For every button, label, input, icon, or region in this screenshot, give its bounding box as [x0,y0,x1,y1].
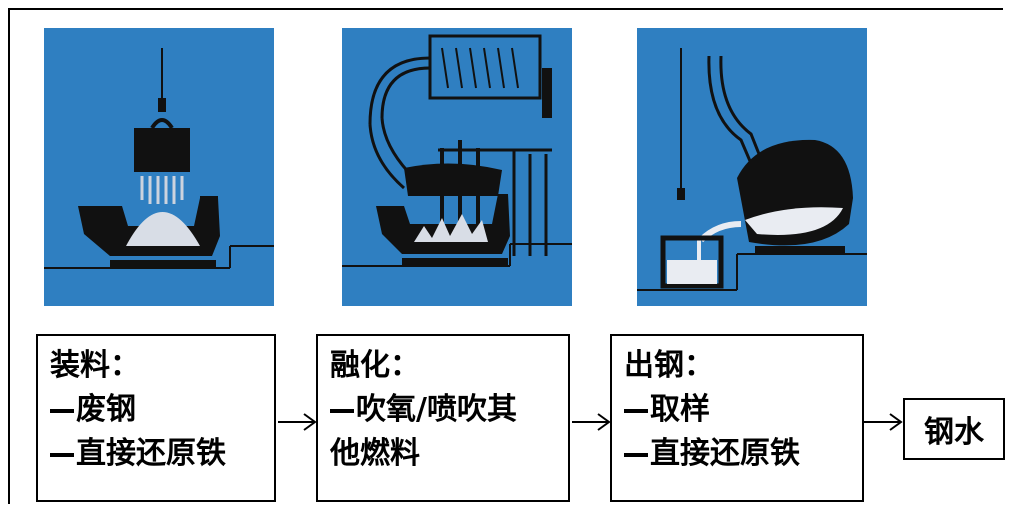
melting-furnace-drawing [342,34,572,267]
step-title: 装料： [50,348,140,383]
step-box-tapping: 出钢： 取样 直接还原铁 [610,334,864,502]
step-item: 吹氧/喷吹其 [330,388,556,432]
step-item: 废钢 [50,388,262,432]
result-box-molten-steel: 钢水 [903,398,1005,460]
step-item-continued: 他燃料 [330,436,420,471]
step-item-text: 废钢 [76,392,136,427]
dash-icon [624,452,648,457]
step-title: 融化： [330,348,420,383]
dash-icon [330,408,354,413]
step-box-melting: 融化： 吹氧/喷吹其 他燃料 [316,334,570,502]
arrow-right-icon [572,413,611,431]
dash-icon [50,452,74,457]
tapping-illustration [637,28,867,306]
step-item-text: 直接还原铁 [650,436,800,471]
arrow-right-icon [864,413,903,431]
arrow-right-icon [278,413,317,431]
melting-illustration [342,28,572,306]
step-item: 取样 [624,388,850,432]
step-item-text: 吹氧/喷吹其 [356,392,517,427]
tapping-furnace-drawing [637,48,867,291]
step-item-text: 直接还原铁 [76,436,226,471]
step-item-text: 取样 [650,392,710,427]
charging-illustration [44,28,274,306]
step-box-charging: 装料： 废钢 直接还原铁 [36,334,276,502]
diagram-frame [8,8,1003,504]
dash-icon [624,408,648,413]
step-item: 直接还原铁 [624,432,850,476]
step-item: 直接还原铁 [50,432,262,476]
dash-icon [50,408,74,413]
charging-furnace-drawing [44,48,274,269]
step-title: 出钢： [624,348,714,383]
